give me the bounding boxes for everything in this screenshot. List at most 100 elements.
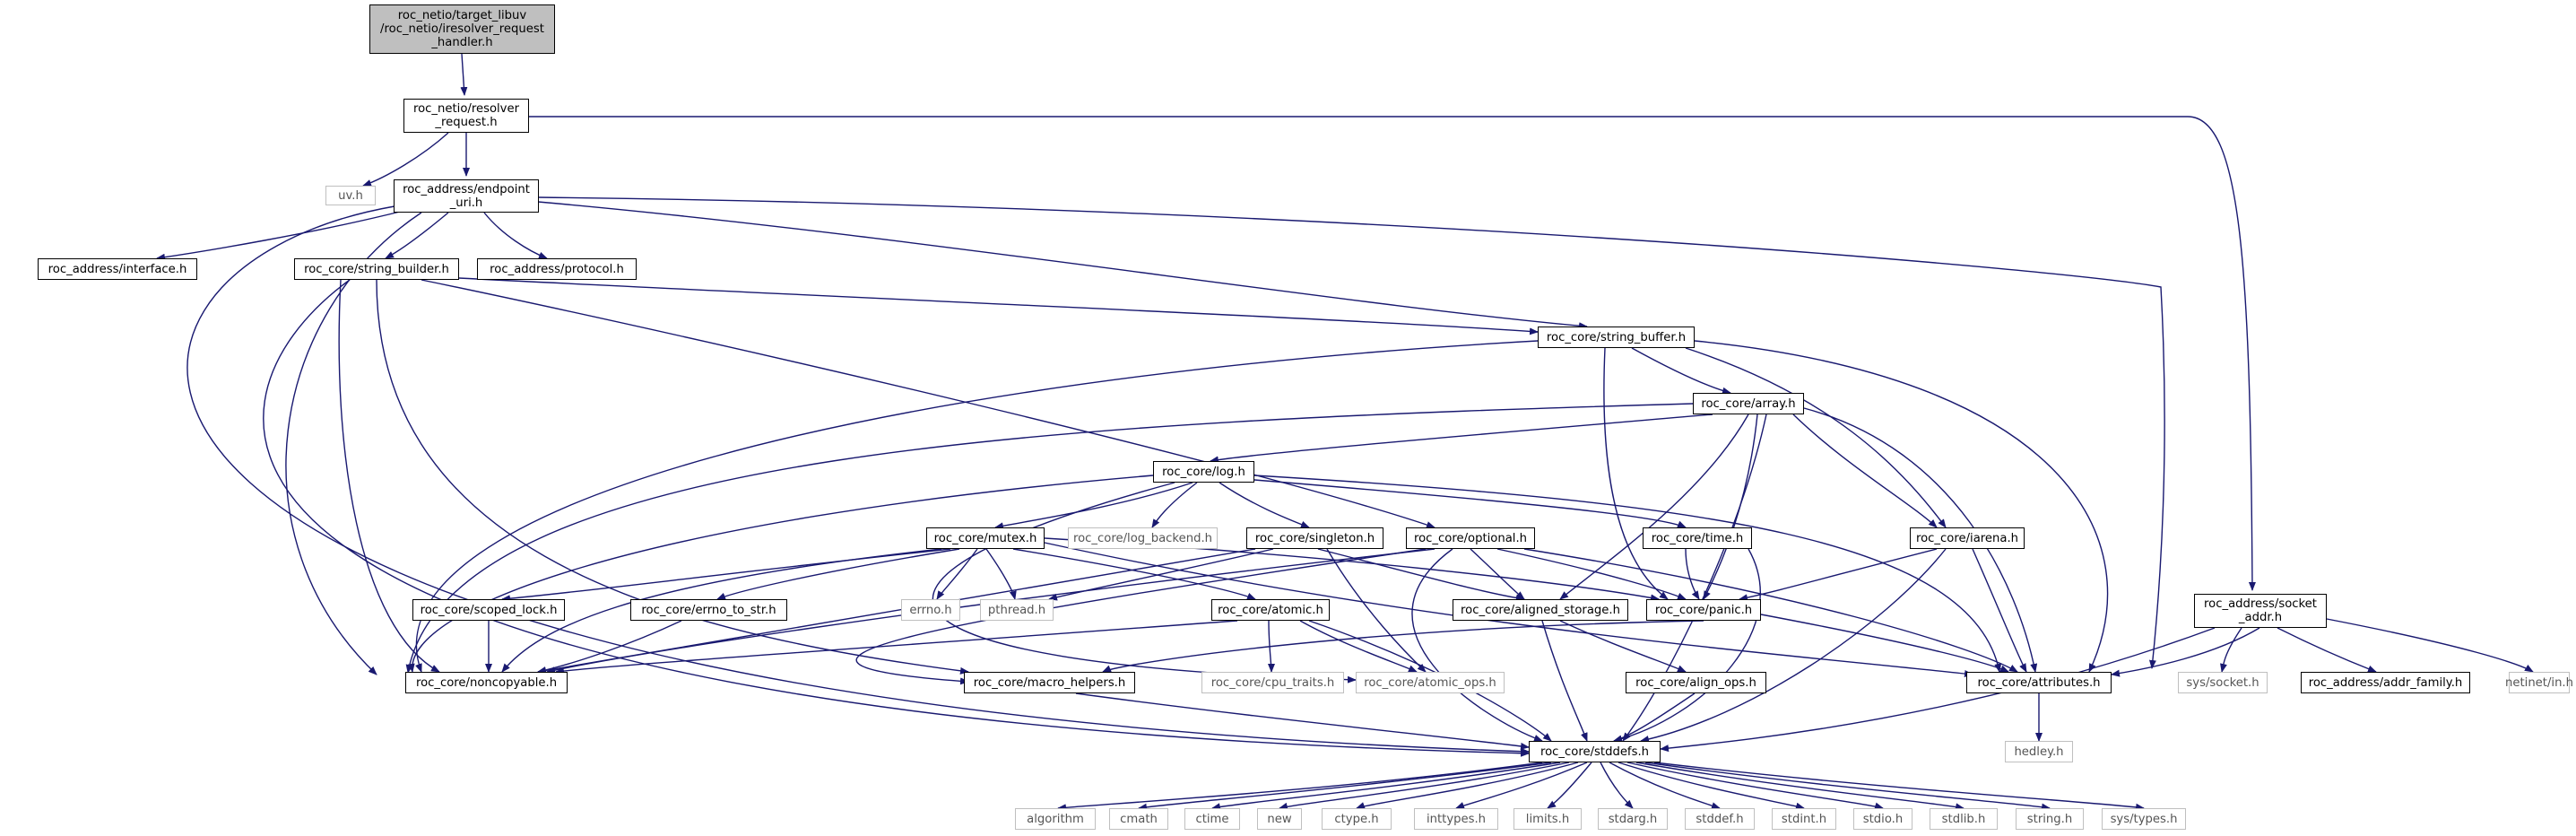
node-string: string.h xyxy=(2016,808,2084,830)
edge-resolver-request-uv xyxy=(362,132,449,187)
node-string-builder[interactable]: roc_core/string_builder.h xyxy=(294,258,459,280)
node-attributes[interactable]: roc_core/attributes.h xyxy=(1966,672,2112,693)
edge-socket-addr-addr-family xyxy=(2277,627,2377,673)
edge-string-buffer-panic xyxy=(1603,347,1669,600)
edge-stddefs-stdint xyxy=(1618,762,1805,810)
node-stddef: stddef.h xyxy=(1685,808,1755,830)
node-interface[interactable]: roc_address/interface.h xyxy=(38,258,197,280)
edge-log-mutex xyxy=(994,482,1193,530)
edge-mutex-scoped-lock xyxy=(501,548,951,603)
node-singleton[interactable]: roc_core/singleton.h xyxy=(1246,527,1383,549)
edge-string-buffer-attributes xyxy=(1694,340,2109,673)
node-mutex[interactable]: roc_core/mutex.h xyxy=(926,527,1045,549)
edge-atomic-noncopyable xyxy=(555,620,1238,675)
node-scoped-lock[interactable]: roc_core/scoped_lock.h xyxy=(412,599,565,621)
node-iarena[interactable]: roc_core/iarena.h xyxy=(1910,527,2025,549)
node-panic[interactable]: roc_core/panic.h xyxy=(1646,599,1761,621)
edge-optional-noncopyable xyxy=(546,548,1435,675)
node-endpoint-uri[interactable]: roc_address/endpoint _uri.h xyxy=(394,179,539,213)
edge-endpoint-uri-string-builder xyxy=(385,212,449,259)
node-aligned-storage[interactable]: roc_core/aligned_storage.h xyxy=(1453,599,1628,621)
node-new: new xyxy=(1257,808,1302,830)
node-log[interactable]: roc_core/log.h xyxy=(1153,461,1254,483)
node-atomic[interactable]: roc_core/atomic.h xyxy=(1211,599,1330,621)
node-socket-addr[interactable]: roc_address/socket _addr.h xyxy=(2194,594,2327,628)
edge-stddefs-string xyxy=(1644,762,2051,811)
edge-socket-addr-netinet-in xyxy=(2326,618,2534,673)
edge-endpoint-uri-string-buffer xyxy=(537,201,1588,330)
edge-string-buffer-iarena xyxy=(1685,347,1947,528)
edge-singleton-pthread xyxy=(1048,548,1274,601)
edge-stddefs-sys-types xyxy=(1653,762,2145,811)
edge-atomic-cpu-traits xyxy=(1267,620,1275,673)
node-resolver-request[interactable]: roc_netio/resolver _request.h xyxy=(403,99,529,133)
edge-log-noncopyable xyxy=(407,475,1154,673)
edge-string-builder-macro-helpers xyxy=(376,279,969,675)
edge-mutex-pthread xyxy=(985,548,1017,600)
node-stdlib: stdlib.h xyxy=(1930,808,1998,830)
edge-mutex-errno xyxy=(936,548,978,600)
edge-array-noncopyable xyxy=(405,403,1694,674)
node-macro-helpers[interactable]: roc_core/macro_helpers.h xyxy=(964,672,1135,693)
node-protocol[interactable]: roc_address/protocol.h xyxy=(477,258,637,280)
edge-singleton-aligned-storage xyxy=(1317,548,1525,602)
node-errno-to-str[interactable]: roc_core/errno_to_str.h xyxy=(630,599,787,621)
edge-stddefs-stddef xyxy=(1609,762,1721,809)
edge-time-stddefs xyxy=(1613,548,1761,743)
node-sys-socket: sys/socket.h xyxy=(2178,672,2268,693)
node-netinet-in: netinet/in.h xyxy=(2505,672,2573,693)
edge-iarena-panic xyxy=(1739,548,1938,602)
node-stddefs[interactable]: roc_core/stddefs.h xyxy=(1529,741,1661,762)
node-pthread: pthread.h xyxy=(980,599,1054,621)
edge-log-log-backend xyxy=(1151,482,1198,528)
edge-iarena-stddefs xyxy=(1640,548,1947,743)
node-align-ops[interactable]: roc_core/align_ops.h xyxy=(1626,672,1766,693)
node-stdint: stdint.h xyxy=(1772,808,1836,830)
edge-stddefs-stdlib xyxy=(1635,762,1965,811)
node-inttypes: inttypes.h xyxy=(1414,808,1498,830)
edge-stddefs-stdio xyxy=(1626,762,1884,810)
edge-optional-macro-helpers xyxy=(855,548,1427,685)
edge-mutex-atomic xyxy=(1012,548,1256,600)
edge-endpoint-uri-protocol xyxy=(483,212,548,259)
edge-array-panic xyxy=(1703,414,1758,600)
edge-aligned-storage-stddefs xyxy=(1541,620,1588,742)
edge-endpoint-uri-attributes xyxy=(537,196,2165,669)
node-cpu-traits: roc_core/cpu_traits.h xyxy=(1201,672,1344,693)
edge-errno-to-str-noncopyable xyxy=(537,620,682,674)
edge-stddefs-stdarg xyxy=(1600,762,1634,809)
edge-log-atomic-ops xyxy=(932,482,1357,684)
edge-iarena-attributes xyxy=(1972,548,2027,673)
node-time[interactable]: roc_core/time.h xyxy=(1643,527,1752,549)
node-uv: uv.h xyxy=(325,186,376,205)
node-array[interactable]: roc_core/array.h xyxy=(1693,393,1804,414)
node-cmath: cmath xyxy=(1109,808,1168,830)
node-algorithm: algorithm xyxy=(1015,808,1096,830)
node-sys-types: sys/types.h xyxy=(2102,808,2186,830)
edge-array-iarena xyxy=(1792,414,1938,528)
node-atomic-ops: roc_core/atomic_ops.h xyxy=(1356,672,1505,693)
edge-stddefs-ctime xyxy=(1211,762,1561,811)
edge-stddefs-limits xyxy=(1547,762,1592,809)
edge-time-panic xyxy=(1685,548,1700,600)
edge-endpoint-uri-interface xyxy=(156,210,404,261)
node-iresolver-request-handler[interactable]: roc_netio/target_libuv /roc_netio/iresol… xyxy=(369,4,555,54)
node-ctime: ctime xyxy=(1184,808,1240,830)
edge-optional-aligned-storage xyxy=(1470,548,1525,600)
edge-resolver-request-socket-addr xyxy=(529,116,2256,591)
node-string-buffer[interactable]: roc_core/string_buffer.h xyxy=(1538,327,1695,348)
edge-stddefs-cmath xyxy=(1138,762,1552,811)
edge-macro-helpers-stddefs xyxy=(1075,692,1530,750)
node-errno: errno.h xyxy=(901,599,960,621)
edge-string-builder-noncopyable xyxy=(338,279,440,673)
node-log-backend: roc_core/log_backend.h xyxy=(1068,527,1218,549)
edge-root-resolver-request xyxy=(460,53,468,96)
node-stdarg: stdarg.h xyxy=(1598,808,1668,830)
node-addr-family[interactable]: roc_address/addr_family.h xyxy=(2301,672,2470,693)
edge-optional-panic xyxy=(1496,548,1687,600)
edge-string-builder-optional xyxy=(421,279,1435,528)
node-optional[interactable]: roc_core/optional.h xyxy=(1406,527,1535,549)
edge-socket-addr-stddefs xyxy=(1660,627,2216,753)
node-hedley: hedley.h xyxy=(2005,741,2073,762)
node-noncopyable[interactable]: roc_core/noncopyable.h xyxy=(405,672,568,693)
